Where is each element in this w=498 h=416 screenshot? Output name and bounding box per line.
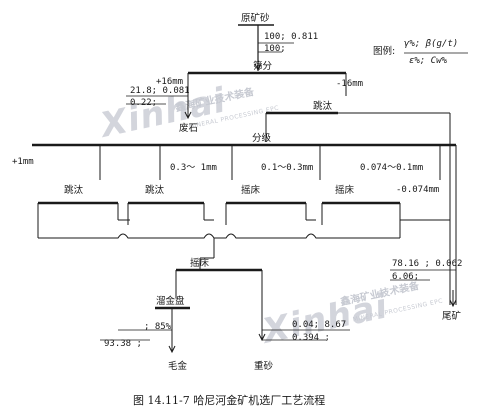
node-table-b: 摇床 <box>335 185 355 196</box>
raw-ore-index-bottom: 100; <box>264 44 286 54</box>
figure-caption: 图 14.11-7 哈尼河金矿机选厂工艺流程 <box>133 394 326 407</box>
flow-plus16: +16mm <box>156 77 184 87</box>
node-tailings: 尾矿 <box>442 311 462 322</box>
legend-label: 图例: <box>373 46 396 57</box>
node-screening: 筛分 <box>253 61 273 72</box>
flow-r3: 0.074～0.1mm <box>360 163 424 173</box>
node-table-c: 摇床 <box>190 258 210 269</box>
heavy-sand-index-bottom: 0.394 ; <box>292 333 330 343</box>
node-sluice: 溜金盘 <box>156 296 185 307</box>
tailings-index-bottom: 6.06; <box>392 272 420 282</box>
node-gold: 毛金 <box>168 361 188 372</box>
gold-index-bottom: 93.38 ; <box>104 339 142 349</box>
heavy-sand-index-top: 0.04; 8.67 <box>292 320 347 330</box>
node-heavy-sand: 重砂 <box>254 361 274 372</box>
node-jig-a: 跳汰 <box>64 185 84 196</box>
node-table-a: 摇床 <box>241 185 261 196</box>
legend-bottom: ε%; Cw% <box>409 56 447 66</box>
node-jig-b: 跳汰 <box>145 185 165 196</box>
node-waste-rock: 废石 <box>179 123 199 134</box>
flow-r2: 0.1～0.3mm <box>261 163 314 173</box>
legend-top: γ%; β(g/t) <box>404 39 459 49</box>
flow-r1: 0.3～ 1mm <box>170 163 217 173</box>
tailings-index-top: 78.16 ; 0.062 <box>392 259 463 269</box>
flow-plus1: +1mm <box>12 157 34 167</box>
gold-index-top: ; 85% <box>144 322 172 332</box>
node-classify: 分级 <box>252 133 272 144</box>
flow-minus074: -0.074mm <box>396 185 440 195</box>
node-raw-ore: 原矿砂 <box>241 13 270 24</box>
node-jig-1: 跳汰 <box>313 101 333 112</box>
raw-ore-index-top: 100; 0.811 <box>264 32 319 42</box>
waste-rock-index-bottom: 0.22; <box>130 98 158 108</box>
waste-rock-index-top: 21.8; 0.081 <box>130 86 190 96</box>
flow-minus16: -16mm <box>336 79 364 89</box>
